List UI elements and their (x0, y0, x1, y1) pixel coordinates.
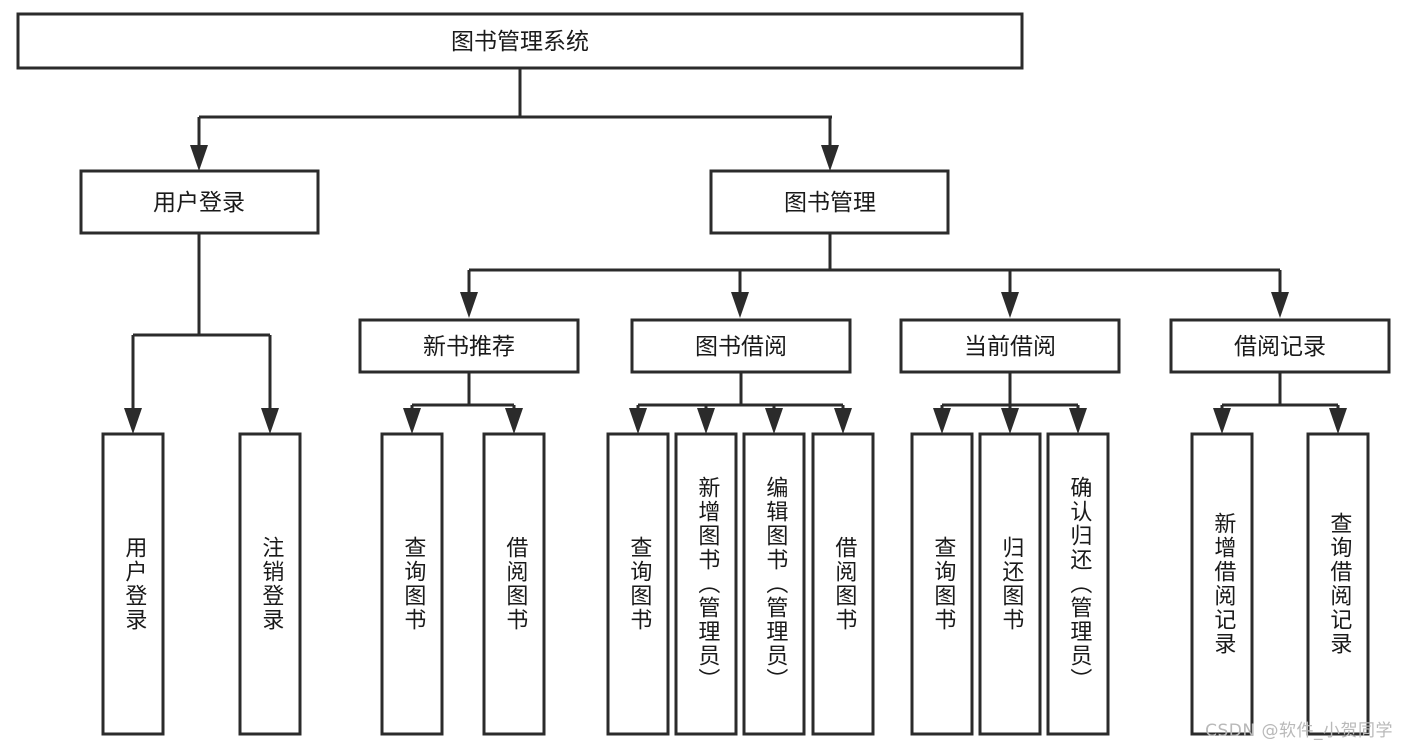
connector-book-borrow-to-leaves (636, 372, 845, 410)
arrow-to-leaf-add-book (697, 408, 715, 434)
leaf-box-user-login[interactable] (101, 432, 165, 736)
node-current-borrow-label: 当前借阅 (964, 334, 1056, 360)
node-root-box[interactable] (16, 12, 1024, 70)
node-book-borrow[interactable]: 图书借阅 (630, 318, 852, 374)
arrow-to-leaf-query-record (1329, 408, 1347, 434)
leaf-box-confirm-return[interactable] (1046, 432, 1110, 736)
connector-user-login-to-leaves (131, 233, 272, 408)
arrow-to-leaf-add-record (1213, 408, 1231, 434)
node-new-book-recommend-label: 新书推荐 (423, 334, 515, 360)
arrow-to-leaf-return-book (1001, 408, 1019, 434)
connector-current-borrow-to-leaves (940, 372, 1080, 410)
connector-new-book-to-leaves (410, 372, 516, 410)
node-user-login-label: 用户登录 (153, 190, 245, 216)
arrow-to-user-login (190, 145, 208, 171)
leaf-box-add-book[interactable] (674, 432, 738, 736)
node-book-manage[interactable]: 图书管理 (709, 169, 950, 235)
node-root-label: 图书管理系统 (451, 29, 589, 55)
node-book-manage-label: 图书管理 (784, 190, 876, 216)
arrow-to-leaf-edit-book (765, 408, 783, 434)
node-root[interactable]: 图书管理系统 (16, 12, 1024, 70)
leaf-box-borrow-book-1[interactable] (482, 432, 546, 736)
node-new-book-recommend-box[interactable] (358, 318, 580, 374)
connector-book-manage-to-level3 (467, 233, 1282, 292)
node-book-borrow-label: 图书借阅 (695, 334, 787, 360)
leaf-box-borrow-book-2[interactable] (811, 432, 875, 736)
leaf-box-query-book-3[interactable] (910, 432, 974, 736)
arrow-to-leaf-borrow-book-2 (834, 408, 852, 434)
node-current-borrow-box[interactable] (899, 318, 1121, 374)
arrow-to-book-manage (821, 145, 839, 171)
leaf-box-logout[interactable] (238, 432, 302, 736)
arrow-to-current-borrow (1001, 292, 1019, 318)
connector-borrow-record-to-leaves (1220, 372, 1340, 410)
leaf-box-query-record[interactable] (1306, 432, 1370, 736)
leaf-box-edit-book[interactable] (742, 432, 806, 736)
node-user-login[interactable]: 用户登录 (79, 169, 320, 235)
node-borrow-record[interactable]: 借阅记录 (1169, 318, 1391, 374)
leaf-box-query-book-1[interactable] (380, 432, 444, 736)
arrow-to-leaf-query-book-3 (933, 408, 951, 434)
leaf-box-add-record[interactable] (1190, 432, 1254, 736)
node-user-login-box[interactable] (79, 169, 320, 235)
arrow-to-leaf-confirm-return (1069, 408, 1087, 434)
arrow-to-book-borrow (731, 292, 749, 318)
arrow-to-leaf-query-book-1 (403, 408, 421, 434)
arrow-to-borrow-record (1271, 292, 1289, 318)
watermark-text: CSDN @软件_小贺同学 (1205, 721, 1393, 741)
leaf-box-query-book-2[interactable] (606, 432, 670, 736)
arrow-to-leaf-user-login (124, 408, 142, 434)
connector-root-to-level2 (197, 68, 1281, 145)
leaf-box-return-book[interactable] (978, 432, 1042, 736)
arrow-to-leaf-query-book-2 (629, 408, 647, 434)
node-current-borrow[interactable]: 当前借阅 (899, 318, 1121, 374)
arrow-to-leaf-borrow-book-1 (505, 408, 523, 434)
arrow-to-leaf-logout (261, 408, 279, 434)
node-borrow-record-label: 借阅记录 (1234, 334, 1326, 360)
node-new-book-recommend[interactable]: 新书推荐 (358, 318, 580, 374)
arrow-to-new-book (460, 292, 478, 318)
